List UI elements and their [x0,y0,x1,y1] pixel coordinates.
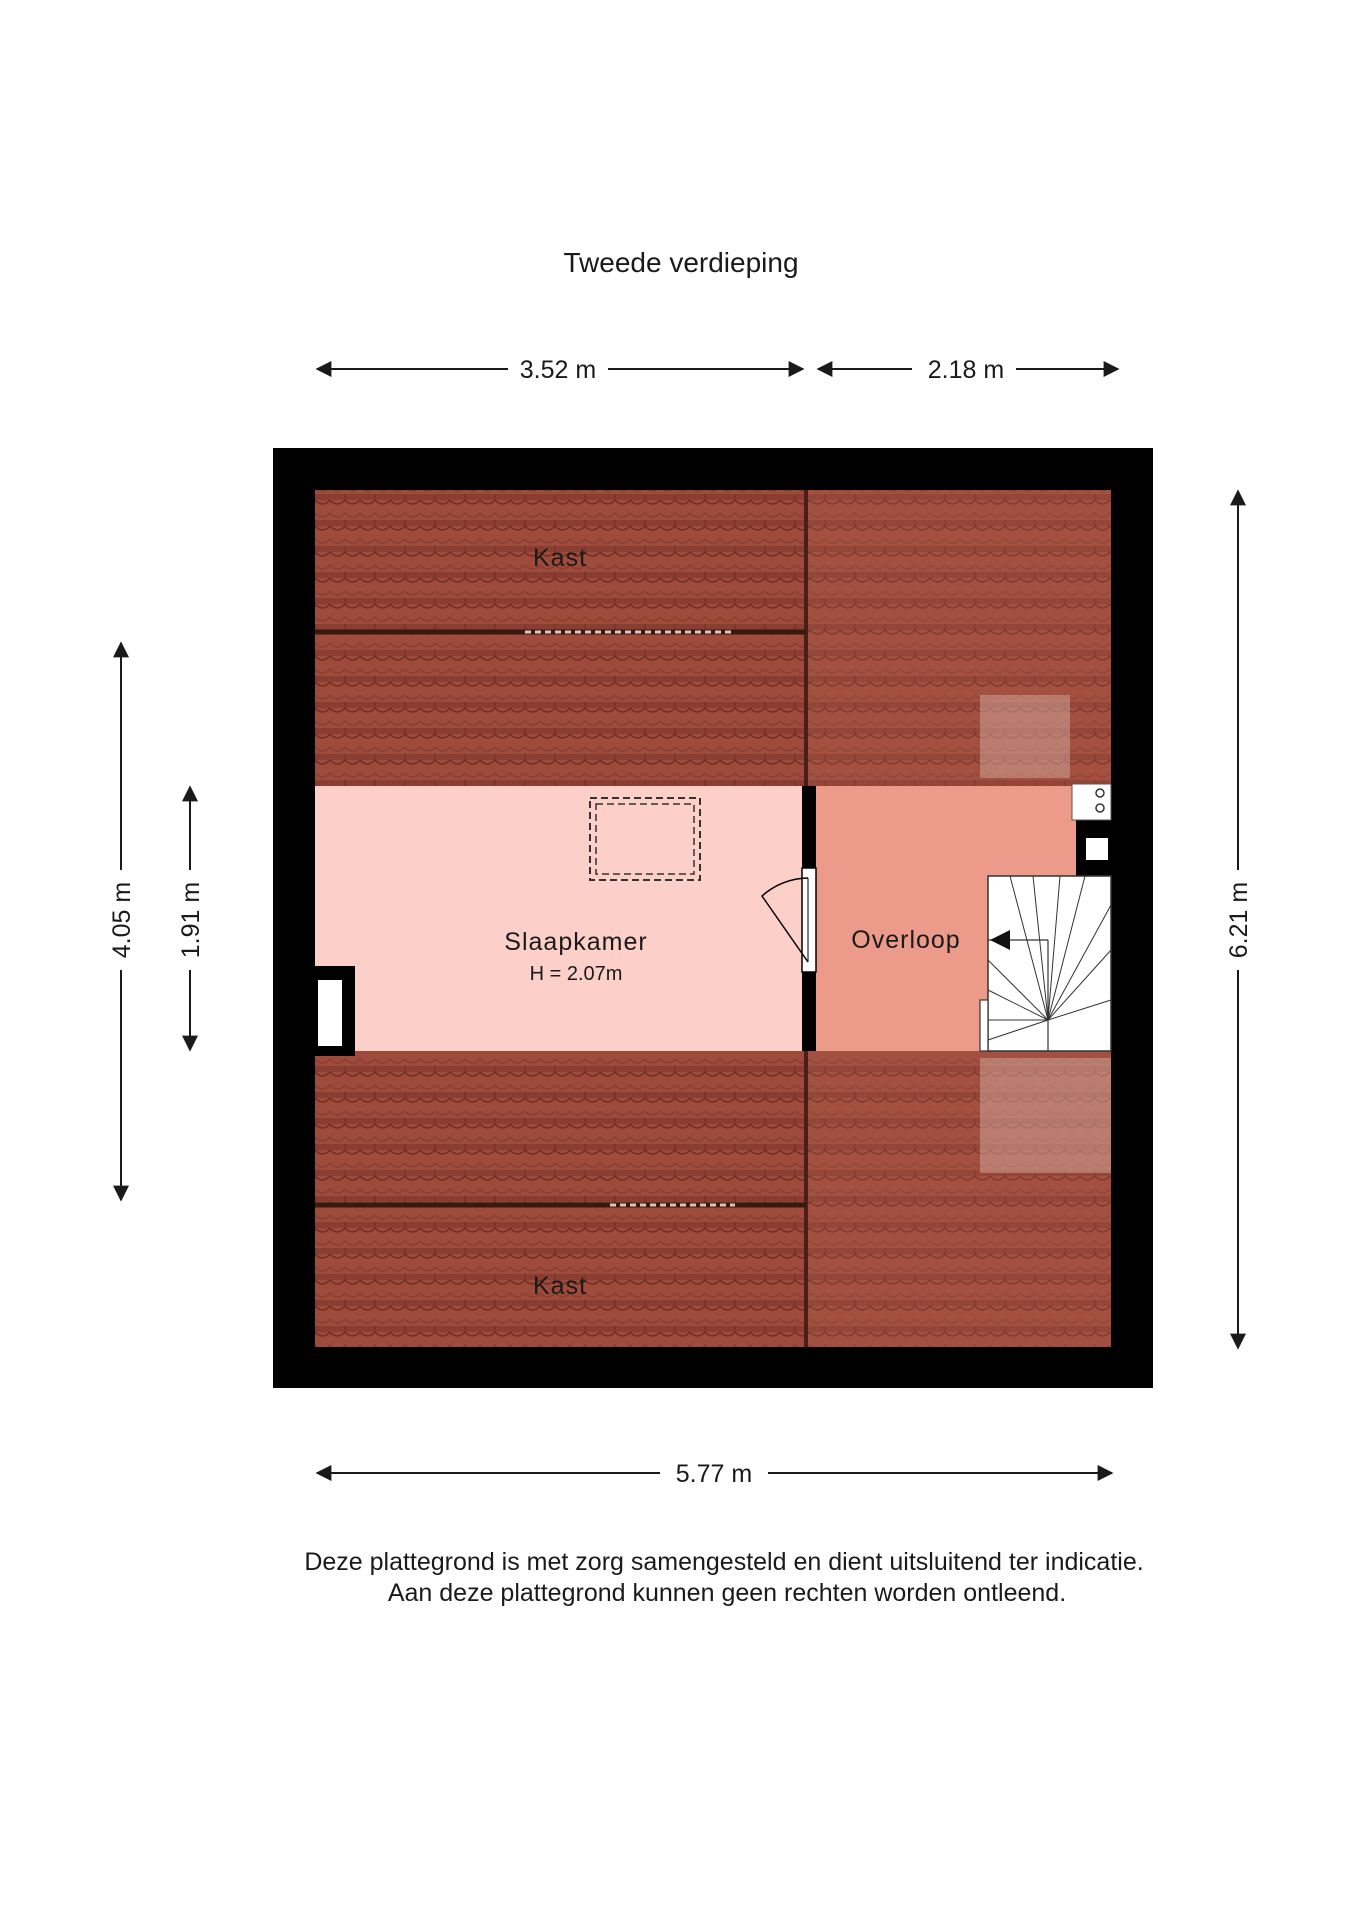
fixture-box [1086,838,1108,860]
disclaimer-line-2: Aan deze plattegrond kunnen geen rechten… [388,1579,1066,1607]
dimension-right: 6.21 m [1225,489,1253,1350]
stair-void-bottom [980,1058,1111,1173]
dimension-label-right: 6.21 m [1225,882,1253,958]
door-swing [761,877,809,963]
disclaimer-line-1: Deze plattegrond is met zorg samengestel… [304,1548,1143,1576]
door-opening [801,867,817,973]
sink-fixture [1071,783,1112,821]
dimension-label-bottom: 5.77 m [676,1460,752,1488]
dimension-top-left: 3.52 m [315,356,805,384]
dimension-label-top-right: 2.18 m [928,356,1004,384]
plan-title: Tweede verdieping [563,247,798,278]
stair-direction-arrow [990,930,1010,950]
dimension-left-outer: 4.05 m [108,641,136,1202]
tap-icon [1095,803,1105,813]
tap-icon [1095,788,1105,798]
room-label-kast-top: Kast [533,544,587,572]
dimension-left-inner: 1.91 m [177,785,205,1052]
room-label-kast-bottom: Kast [533,1272,587,1300]
chimney-inner [318,980,342,1046]
roof-window-inner [595,803,695,875]
dimension-bottom: 5.77 m [315,1460,1114,1488]
room-slaapkamer [315,786,806,1051]
room-height-slaapkamer: H = 2.07m [530,963,623,985]
dimension-label-left-outer: 4.05 m [108,882,136,958]
roof-window [589,797,701,881]
dimension-label-left-inner: 1.91 m [177,882,205,958]
dimension-label-top-left: 3.52 m [520,356,596,384]
staircase [979,875,1112,1052]
room-label-slaapkamer: Slaapkamer [504,928,647,956]
room-label-overloop: Overloop [851,926,960,954]
stair-void-top [980,695,1070,778]
dimension-top-right: 2.18 m [816,356,1120,384]
